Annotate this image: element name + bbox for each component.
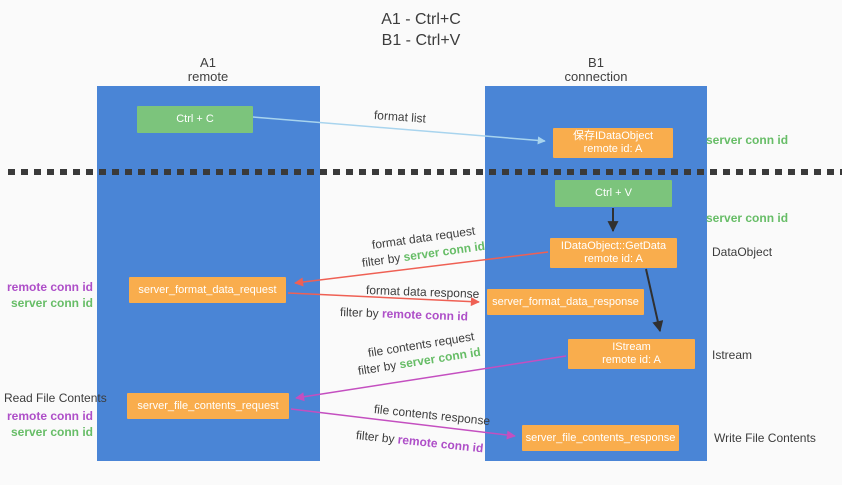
node-format-response-label: server_format_data_response xyxy=(492,295,639,308)
node-file-response-label: server_file_contents_response xyxy=(525,431,676,444)
node-ctrl-c-label: Ctrl + C xyxy=(176,113,214,125)
node-save-idataobject: 保存IDataObject remote id: A xyxy=(553,128,673,158)
node-idataobject-getdata: IDataObject::GetData remote id: A xyxy=(550,238,677,268)
filter-by-text: filter by xyxy=(361,250,405,270)
filter-by-text: filter by xyxy=(355,428,399,447)
node-getdata-line1: IDataObject::GetData xyxy=(560,240,667,252)
node-save-idataobject-line1: 保存IDataObject xyxy=(572,130,654,142)
node-ctrl-c: Ctrl + C xyxy=(137,106,253,133)
node-server-format-data-response: server_format_data_response xyxy=(487,289,644,315)
column-a1-subtitle: remote xyxy=(187,69,229,84)
side-label-server-conn-id-top: server conn id xyxy=(706,133,789,147)
node-ctrl-v: Ctrl + V xyxy=(555,180,672,207)
edge-label-format-data-response: format data response xyxy=(365,283,480,301)
edge-label-file-contents-response: file contents response xyxy=(373,402,491,429)
remote-conn-id-text: remote conn id xyxy=(381,306,469,324)
node-istream-line1: IStream xyxy=(612,341,651,353)
node-ctrl-v-label: Ctrl + V xyxy=(595,187,632,199)
node-getdata-line2: remote id: A xyxy=(584,253,643,265)
server-conn-id-label: server conn id xyxy=(10,425,93,439)
side-label-server-conn-id-mid: server conn id xyxy=(706,211,789,225)
filter-by-text: filter by xyxy=(339,305,383,321)
remote-conn-id-text: remote conn id xyxy=(397,432,485,456)
column-b1-subtitle: connection xyxy=(564,69,628,84)
node-server-format-data-request: server_format_data_request xyxy=(129,277,286,303)
edge-label-filter-by-remote-conn-id: filter by remote conn id xyxy=(340,305,468,323)
node-file-request-label: server_file_contents_request xyxy=(137,399,279,412)
diagram-title-line1: A1 - Ctrl+C xyxy=(381,11,461,28)
side-label-conn-ids-format: remote conn id server conn id xyxy=(0,279,93,311)
side-label-dataobject: DataObject xyxy=(712,245,773,259)
filter-by-text: filter by xyxy=(356,357,401,378)
side-label-read-file-contents: Read File Contents xyxy=(4,391,107,405)
edge-label-format-list: format list xyxy=(373,108,427,126)
node-server-file-contents-response: server_file_contents_response xyxy=(522,425,679,451)
session-separator-dotted-line xyxy=(8,169,842,175)
side-label-istream: Istream xyxy=(712,348,753,362)
column-b1-name: B1 xyxy=(588,55,604,70)
column-a1-name: A1 xyxy=(200,55,216,70)
server-conn-id-label: server conn id xyxy=(10,296,93,310)
remote-conn-id-label: remote conn id xyxy=(6,280,93,294)
node-istream: IStream remote id: A xyxy=(568,339,695,369)
node-save-idataobject-line2: remote id: A xyxy=(583,143,643,155)
column-header-b1: B1 connection xyxy=(516,56,676,84)
diagram-title-line2: B1 - Ctrl+V xyxy=(381,32,461,49)
side-label-write-file-contents: Write File Contents xyxy=(714,431,816,445)
remote-conn-id-label: remote conn id xyxy=(6,409,93,423)
side-label-conn-ids-file: remote conn id server conn id xyxy=(0,408,93,440)
edge-label-filter-by-remote-conn-id-2: filter by remote conn id xyxy=(355,428,484,455)
node-server-file-contents-request: server_file_contents_request xyxy=(127,393,289,419)
column-header-a1: A1 remote xyxy=(128,56,288,84)
node-istream-line2: remote id: A xyxy=(602,354,661,366)
node-format-request-label: server_format_data_request xyxy=(138,283,277,296)
